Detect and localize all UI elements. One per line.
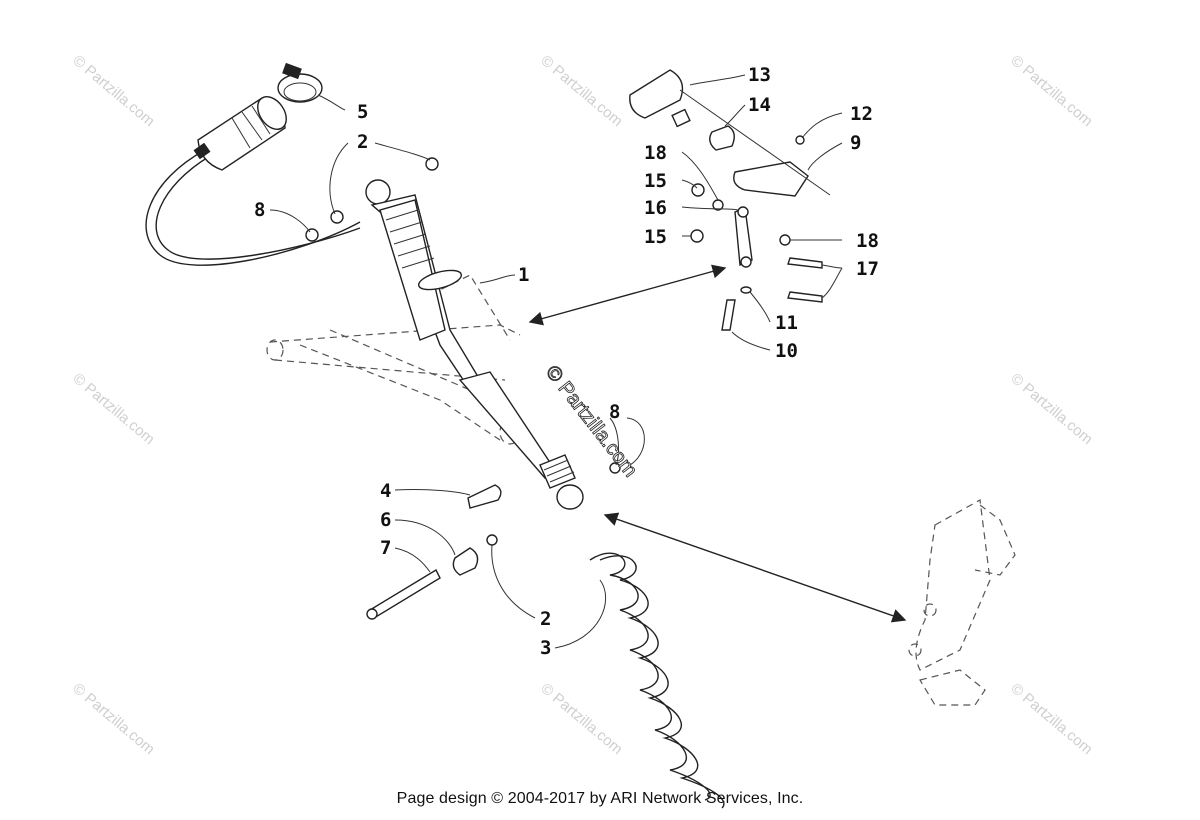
callout-8-upper: 8	[254, 199, 265, 221]
watermark-mid-right: © Partzilla.com	[1007, 370, 1095, 448]
callout-8-lower: 8	[609, 401, 620, 423]
callout-1: 1	[518, 264, 529, 286]
leader-lines	[269, 74, 843, 649]
watermark-top-left: © Partzilla.com	[69, 52, 157, 130]
callout-18-upper: 18	[644, 142, 667, 164]
shock-absorber	[365, 179, 584, 510]
linkage-assembly	[629, 69, 831, 331]
watermark-top-center: © Partzilla.com	[537, 52, 625, 130]
callout-15-lower: 15	[644, 226, 667, 248]
page-footer: Page design © 2004-2017 by ARI Network S…	[396, 790, 804, 807]
watermark-bottom-left: © Partzilla.com	[69, 680, 157, 758]
callout-17: 17	[856, 258, 879, 280]
callout-15-upper: 15	[644, 170, 667, 192]
callout-3: 3	[540, 637, 551, 659]
reservoir-assembly	[145, 96, 361, 266]
callout-14: 14	[748, 94, 771, 116]
callout-16: 16	[644, 197, 667, 219]
callout-2-lower: 2	[540, 608, 551, 630]
watermark-mid-left: © Partzilla.com	[69, 370, 157, 448]
callout-7: 7	[380, 537, 391, 559]
callout-18-lower: 18	[856, 230, 879, 252]
a-arm-phantom	[266, 274, 521, 445]
callout-13: 13	[748, 64, 771, 86]
hose-clamp	[277, 62, 323, 103]
fasteners-left	[305, 157, 621, 620]
callout-11: 11	[775, 312, 798, 334]
reference-arrows	[528, 264, 907, 623]
callout-5: 5	[357, 101, 368, 123]
coil-spring	[589, 552, 725, 809]
callout-2-upper: 2	[357, 131, 368, 153]
callout-9: 9	[850, 132, 861, 154]
callout-labels: 1 2 2 3 4 5 6 7 8 8 9 10 11 12 13 14 15 …	[254, 64, 879, 659]
callout-12: 12	[850, 103, 873, 125]
watermark-bottom-right: © Partzilla.com	[1007, 680, 1095, 758]
callout-4: 4	[380, 480, 391, 502]
watermark-bottom-center: © Partzilla.com	[537, 680, 625, 758]
callout-6: 6	[380, 509, 391, 531]
callout-10: 10	[775, 340, 798, 362]
watermark-top-right: © Partzilla.com	[1007, 52, 1095, 130]
spindle-phantom	[908, 499, 1016, 706]
